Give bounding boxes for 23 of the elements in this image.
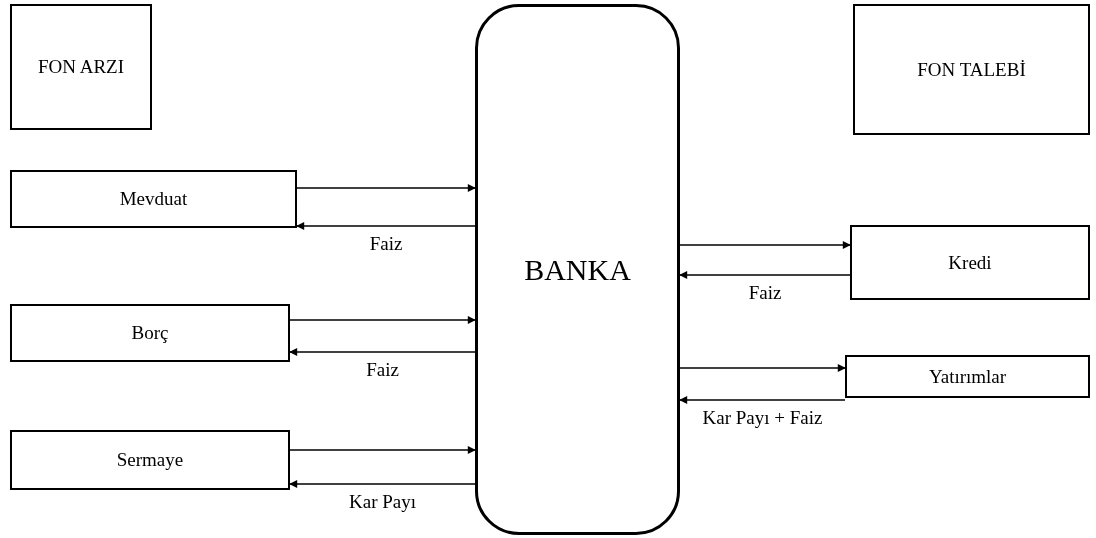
edge-label: Faiz <box>748 283 782 302</box>
process-box: Mevduat <box>10 170 297 228</box>
arrow <box>296 184 476 192</box>
arrow <box>679 241 851 249</box>
edge-label: Faiz <box>369 234 403 253</box>
arrow <box>289 446 476 454</box>
process-box: BANKA <box>475 4 680 535</box>
arrow <box>679 271 851 279</box>
arrow <box>679 396 846 404</box>
process-box: FON TALEBİ <box>853 4 1090 135</box>
arrow <box>289 316 476 324</box>
edge-label: Kar Payı + Faiz <box>702 408 823 427</box>
process-box: Sermaye <box>10 430 290 490</box>
arrow <box>679 364 846 372</box>
arrow <box>296 222 476 230</box>
process-box: FON ARZI <box>10 4 152 130</box>
process-box: Yatırımlar <box>845 355 1090 398</box>
process-box: Kredi <box>850 225 1090 300</box>
process-box: Borç <box>10 304 290 362</box>
edge-label: Kar Payı <box>349 492 416 511</box>
arrow <box>289 348 476 356</box>
arrow <box>289 480 476 488</box>
edge-label: Faiz <box>366 360 399 379</box>
